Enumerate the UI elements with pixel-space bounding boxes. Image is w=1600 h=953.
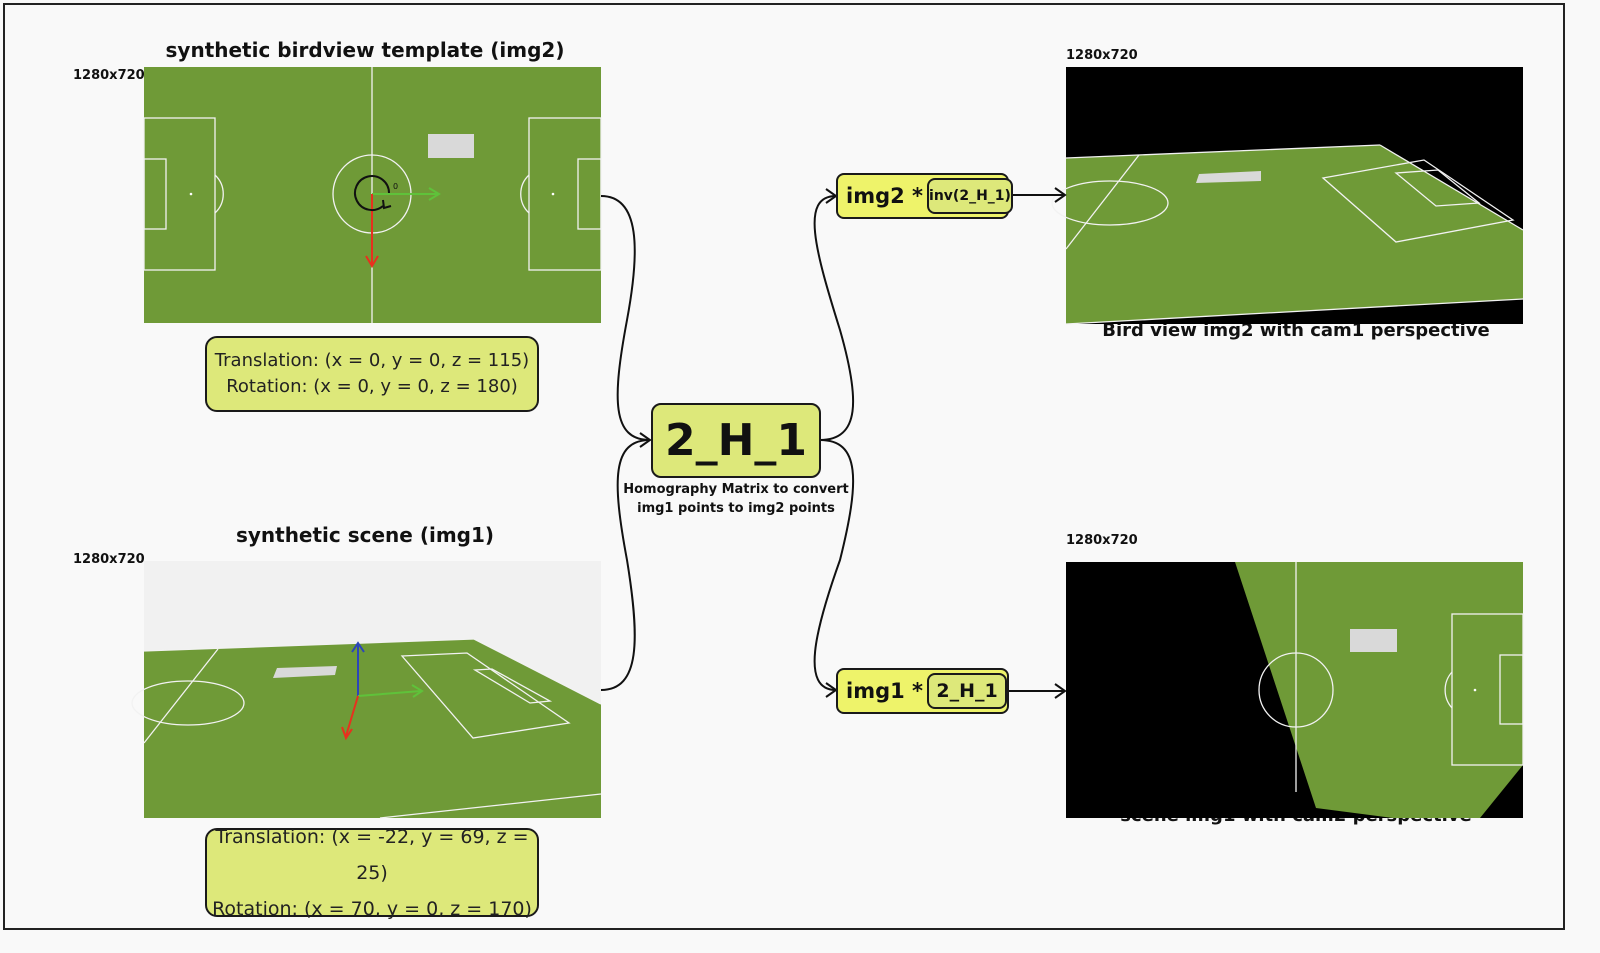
birdview-pose-box: Translation: (x = 0, y = 0, z = 115) Rot… <box>205 336 539 412</box>
scene-axis-x <box>357 690 422 697</box>
connector-h-to-opbottom <box>813 439 855 691</box>
op-bottom-box: img1 * 2_H_1 <box>836 668 1009 714</box>
scene-translation: Translation: (x = -22, y = 69, z = 25) <box>215 825 529 884</box>
homography-description-line2: img1 points to img2 points <box>637 501 835 516</box>
birdview-rotation: Rotation: (x = 0, y = 0, z = 180) <box>226 376 518 397</box>
result-top-billboard <box>1196 171 1261 183</box>
scene-resolution: 1280x720 <box>73 552 145 567</box>
op-bottom-label: img1 * <box>846 679 924 703</box>
result-bottom-billboard <box>1350 629 1397 652</box>
result-top-resolution: 1280x720 <box>1066 48 1138 63</box>
scene-billboard <box>273 666 337 678</box>
birdview-translation: Translation: (x = 0, y = 0, z = 115) <box>214 350 530 371</box>
result-top-caption: Bird view img2 with cam1 perspective <box>1102 320 1490 341</box>
scene-title: synthetic scene (img1) <box>235 523 495 547</box>
scene-pose-box: Translation: (x = -22, y = 69, z = 25) R… <box>205 826 539 920</box>
birdview-title: synthetic birdview template (img2) <box>165 38 565 62</box>
op-top-inner: inv(2_H_1) <box>927 178 1013 214</box>
connector-scene-to-h <box>600 439 651 691</box>
result-bottom-pitch <box>1235 562 1523 818</box>
scene-rotation: Rotation: (x = 70, y = 0, z = 170) <box>212 897 532 920</box>
birdview-origin-label: 0 <box>393 182 399 191</box>
connector-birdview-to-h <box>600 195 651 441</box>
scene-axis-y <box>345 695 359 737</box>
birdview-billboard <box>428 134 474 158</box>
homography-box: 2_H_1 <box>651 403 821 478</box>
birdview-rotation-icon <box>354 175 390 211</box>
op-bottom-inner: 2_H_1 <box>927 673 1007 709</box>
scene-pitch <box>144 639 601 818</box>
birdview-resolution: 1280x720 <box>73 68 145 83</box>
op-top-box: img2 * inv(2_H_1) <box>836 173 1013 219</box>
homography-description: Homography Matrix to convert img1 points… <box>616 480 856 518</box>
result-bottom-resolution: 1280x720 <box>1066 533 1138 548</box>
result-top-pitch <box>1066 145 1523 324</box>
homography-description-line1: Homography Matrix to convert <box>623 482 849 497</box>
op-top-label: img2 * <box>846 184 924 208</box>
connector-h-to-optop <box>813 195 855 441</box>
